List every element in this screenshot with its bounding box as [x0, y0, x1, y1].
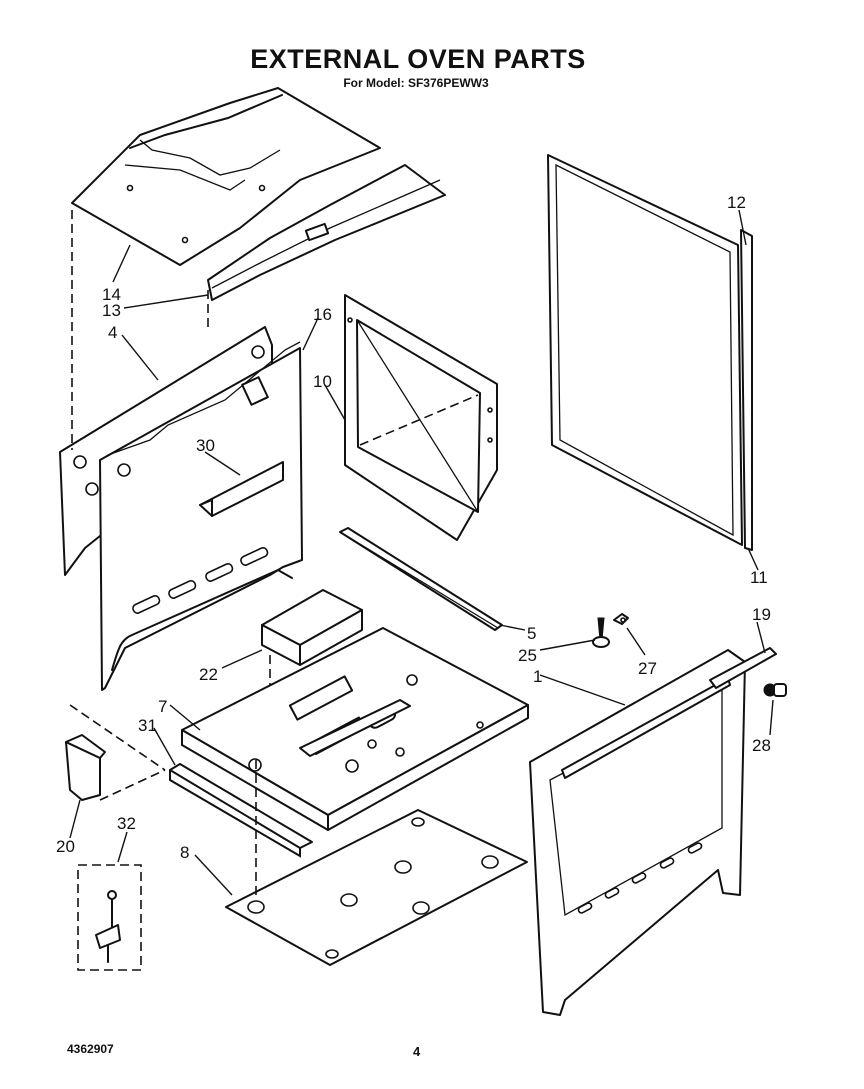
part-16-side-panel-front — [99, 341, 303, 691]
callout-28: 28 — [752, 736, 771, 755]
callout-19: 19 — [752, 605, 771, 624]
callout-20: 20 — [56, 837, 75, 856]
part-14-top-cover — [71, 87, 381, 266]
part-22-cover — [261, 589, 363, 700]
part-20-bracket — [65, 704, 166, 801]
part-25-screw — [592, 617, 610, 648]
callout-14: 14 — [102, 285, 121, 304]
callout-12: 12 — [727, 193, 746, 212]
callout-22: 22 — [199, 665, 218, 684]
part-5-rail — [339, 527, 503, 631]
part-13-top-rail — [207, 164, 446, 301]
part-1-door-frame — [529, 649, 746, 1016]
callout-11: 11 — [750, 568, 768, 587]
part-32-hardware-kit — [77, 864, 142, 971]
callout-10: 10 — [313, 372, 332, 391]
callout-32: 32 — [117, 814, 136, 833]
model-subtitle: For Model: SF376PEWW3 — [343, 76, 489, 90]
part-28-switch — [763, 683, 787, 697]
callout-5: 5 — [527, 624, 536, 643]
callout-27: 27 — [638, 659, 657, 678]
part-19-trim-bar — [709, 647, 777, 689]
part-11-12-side-frame — [547, 154, 753, 551]
callout-16: 16 — [313, 305, 332, 324]
document-number: 4362907 — [67, 1042, 114, 1056]
part-27-clip — [613, 613, 629, 625]
part-30-bracket — [199, 461, 284, 517]
callout-30: 30 — [196, 436, 215, 455]
page-number: 4 — [413, 1044, 421, 1059]
callout-4: 4 — [108, 323, 117, 342]
callout-13: 13 — [102, 301, 121, 320]
page-title: EXTERNAL OVEN PARTS — [250, 44, 586, 74]
part-10-rear-panel — [344, 294, 498, 541]
callout-8: 8 — [180, 843, 189, 862]
callout-25: 25 — [518, 646, 537, 665]
callout-7: 7 — [158, 697, 167, 716]
callout-1: 1 — [533, 667, 542, 686]
part-7-bottom-tray — [181, 627, 529, 831]
leader-lines — [69, 209, 774, 896]
part-8-plate — [225, 760, 528, 966]
callout-31: 31 — [138, 716, 157, 735]
